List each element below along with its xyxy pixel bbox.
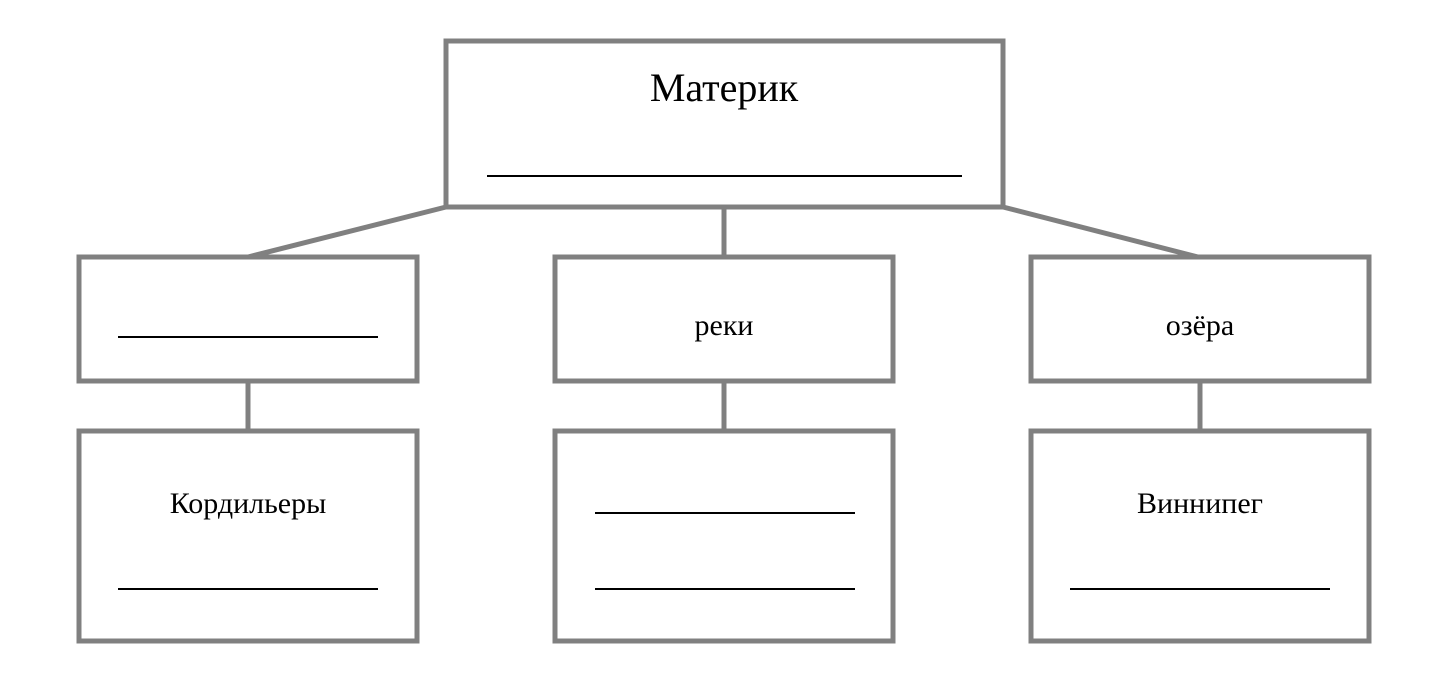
connector-root-to-left (247, 204, 447, 260)
root-label: Материк (650, 65, 799, 110)
right-category-label: озёра (1166, 309, 1234, 342)
center-category-label: реки (695, 309, 754, 342)
left-example-box (76, 428, 420, 644)
right-category-node: озёра (1028, 254, 1372, 384)
right-example-node: Виннипег (1028, 428, 1372, 644)
left-example-label: Кордильеры (170, 487, 327, 520)
left-category-box (76, 254, 420, 384)
right-category-box (1028, 254, 1372, 384)
left-category-node (76, 254, 420, 384)
center-example-node (552, 428, 896, 644)
center-category-box (552, 254, 896, 384)
center-example-box (552, 428, 896, 644)
left-example-node: Кордильеры (76, 428, 420, 644)
root-box (443, 38, 1006, 210)
center-category-node: реки (552, 254, 896, 384)
root-node: Материк (443, 38, 1006, 210)
right-example-label: Виннипег (1137, 487, 1263, 520)
right-example-box (1028, 428, 1372, 644)
connector-root-to-right (1002, 204, 1199, 260)
